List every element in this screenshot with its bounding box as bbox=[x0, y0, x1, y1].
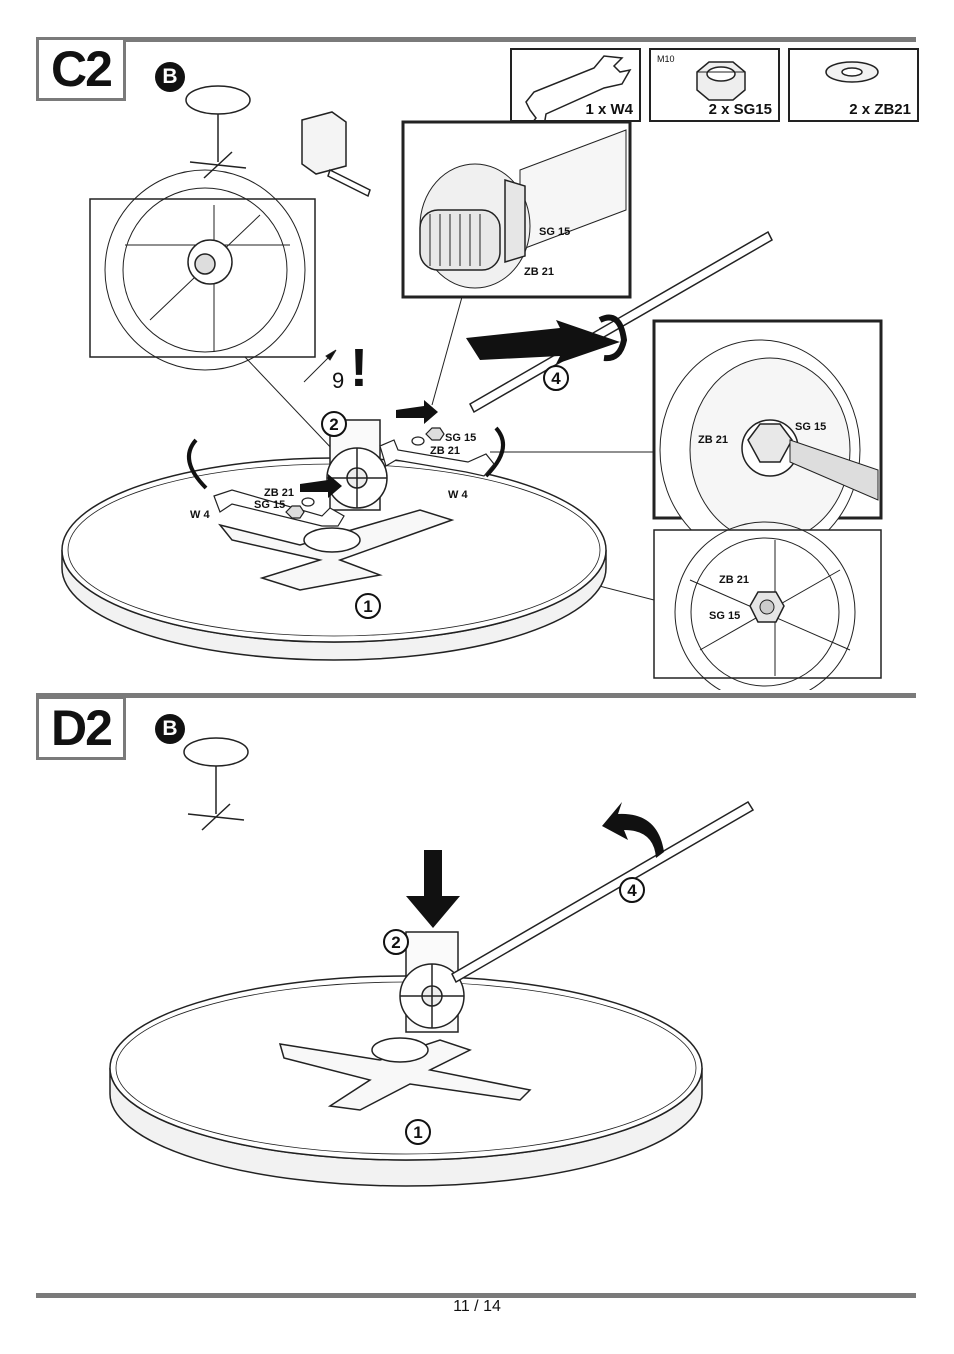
item-number-2-d2: 2 bbox=[391, 933, 400, 952]
washer-icon bbox=[825, 61, 879, 83]
part-label-sg15: 2 x SG15 bbox=[708, 101, 772, 118]
part-label-w4: 1 x W4 bbox=[585, 101, 633, 118]
detail-inset-flange bbox=[89, 169, 316, 371]
wrench-w4-right bbox=[379, 439, 495, 477]
nut-washer-parts bbox=[285, 427, 445, 519]
variant-b-badge-d2: B bbox=[155, 714, 185, 744]
footer-rule bbox=[36, 1293, 916, 1298]
variant-b-badge-c2: B bbox=[155, 62, 185, 92]
handwheel-mechanism-d2 bbox=[399, 931, 465, 1033]
caution-number: 9 bbox=[332, 368, 344, 393]
step-c2-illustration: SG 15 ZB 21 ZB 21 SG 15 ZB 21 SG 15 bbox=[61, 85, 883, 690]
label-w4-left: W 4 bbox=[190, 509, 210, 521]
item-number-1: 1 bbox=[363, 597, 372, 616]
tightening-rod-d2 bbox=[451, 800, 755, 984]
detail-inset-nut-front bbox=[653, 521, 882, 690]
table-top-d2 bbox=[109, 975, 703, 1187]
wrench-w4-left bbox=[213, 489, 345, 527]
rotate-arrow-left-icon bbox=[186, 426, 506, 490]
caution-mark-icon: ! bbox=[350, 338, 368, 398]
label-w4-right: W 4 bbox=[448, 489, 468, 501]
rotate-arrow-icon bbox=[598, 314, 628, 362]
detail-inset-nut-side bbox=[652, 319, 883, 561]
part-spec-m10: M10 bbox=[657, 54, 675, 64]
rotate-up-arrow-icon bbox=[602, 802, 664, 858]
inset-front-zb21: ZB 21 bbox=[719, 574, 749, 586]
inset-label-sg15: SG 15 bbox=[539, 226, 570, 238]
table-thumbnail-icon bbox=[185, 85, 251, 179]
push-arrow-icon bbox=[466, 320, 620, 364]
inset-label-zb21: ZB 21 bbox=[524, 266, 554, 278]
press-down-arrow-icon bbox=[406, 850, 460, 928]
inset-right-zb21: ZB 21 bbox=[698, 434, 728, 446]
page-number: 11 / 14 bbox=[453, 1298, 501, 1315]
item-number-2: 2 bbox=[329, 415, 338, 434]
part-box-washer: 2 x ZB21 bbox=[788, 48, 919, 122]
step-c2-box: C2 bbox=[36, 37, 126, 101]
part-label-zb21: 2 x ZB21 bbox=[849, 101, 911, 118]
step-d2-label: D2 bbox=[51, 700, 113, 756]
step-c2-label: C2 bbox=[51, 41, 113, 97]
section-rule-d2 bbox=[36, 693, 916, 698]
table-thumbnail-icon-d2 bbox=[183, 737, 249, 831]
step-d2-box: D2 bbox=[36, 696, 126, 760]
label-zb21-left: ZB 21 bbox=[264, 487, 294, 499]
item-number-4: 4 bbox=[551, 369, 561, 388]
label-sg15-left: SG 15 bbox=[254, 499, 285, 511]
cross-base bbox=[218, 509, 455, 591]
wrench-icon bbox=[525, 55, 632, 120]
caution-dimension bbox=[303, 349, 337, 383]
hex-nut-icon bbox=[696, 61, 746, 101]
item-number-4-d2: 4 bbox=[627, 881, 637, 900]
part-box-nut: M10 2 x SG15 bbox=[649, 48, 780, 122]
cross-base-d2 bbox=[278, 1037, 532, 1111]
inset-right-sg15: SG 15 bbox=[795, 421, 826, 433]
tape-measure-icon bbox=[301, 111, 371, 198]
section-rule-c2 bbox=[36, 37, 916, 42]
label-sg15-right: SG 15 bbox=[445, 432, 476, 444]
inset-front-sg15: SG 15 bbox=[709, 610, 740, 622]
small-push-arrow-icon bbox=[300, 400, 438, 498]
detail-inset-bolt bbox=[401, 120, 632, 299]
item-number-1-d2: 1 bbox=[413, 1123, 422, 1142]
label-zb21-right: ZB 21 bbox=[430, 445, 460, 457]
